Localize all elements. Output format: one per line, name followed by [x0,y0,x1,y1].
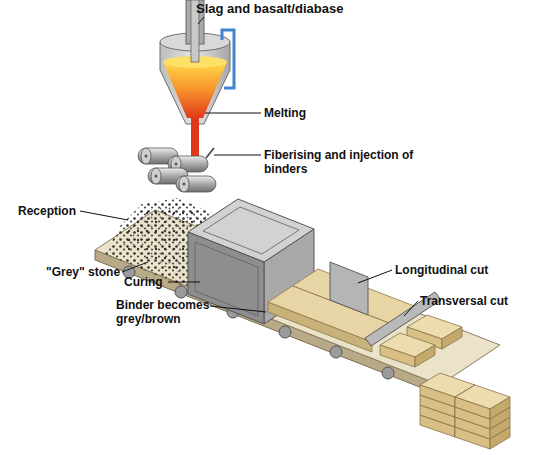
callout-label: Reception [18,204,108,218]
callout-label: Binder becomes grey/brown [116,298,226,326]
callout-label: Melting [264,106,364,120]
callout-label: Slag and basalt/diabase [196,2,396,16]
callout-label: Fiberising and injection of binders [264,148,429,176]
melting-furnace [160,0,234,170]
callout-label: "Grey" stone [46,265,136,279]
cooling-pipe [222,30,234,88]
callout-label: Transversal cut [420,294,530,308]
molten-rock [163,62,227,118]
product-stack [420,373,510,449]
binder-nozzle [206,148,214,158]
callout-label: Longitudinal cut [395,263,530,277]
callout-label: Curing [124,275,184,289]
longitudinal-blade [330,262,368,315]
spinner-wheels [138,148,216,192]
leader-lines [80,17,418,316]
